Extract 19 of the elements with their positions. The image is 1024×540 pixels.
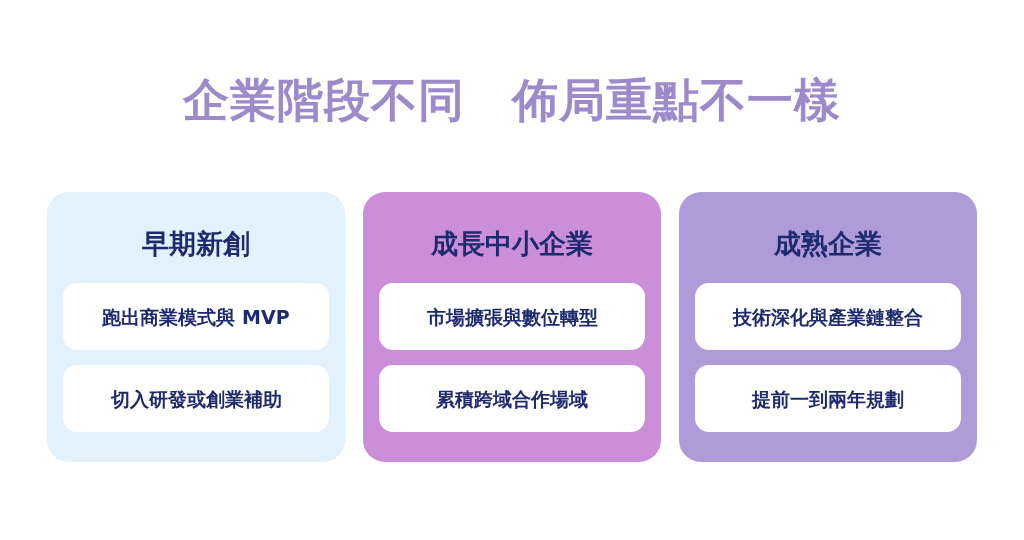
step-text: 切入研發或創業補助	[110, 386, 282, 412]
stage-heading: 早期新創	[142, 227, 250, 261]
step-card	[379, 365, 645, 432]
step-text: 提前一到兩年規劃	[752, 386, 904, 412]
step-text: 技術深化與產業鏈整合	[733, 304, 923, 330]
step-card	[695, 365, 961, 432]
step-text: 市場擴張與數位轉型	[426, 304, 598, 330]
title: 企業階段不同 佈局重點不一樣	[183, 72, 841, 128]
stage-panel	[679, 192, 977, 462]
step-card	[695, 283, 961, 350]
step-card	[63, 283, 329, 350]
step-card	[63, 365, 329, 432]
step-card	[379, 283, 645, 350]
step-text: 累積跨域合作場域	[436, 386, 588, 412]
stage-heading: 成長中小企業	[431, 227, 593, 261]
step-text: 跑出商業模式與 MVP	[102, 304, 290, 330]
stage-panel	[363, 192, 661, 462]
stage-panel	[47, 192, 345, 462]
stage-heading: 成熟企業	[774, 227, 882, 261]
